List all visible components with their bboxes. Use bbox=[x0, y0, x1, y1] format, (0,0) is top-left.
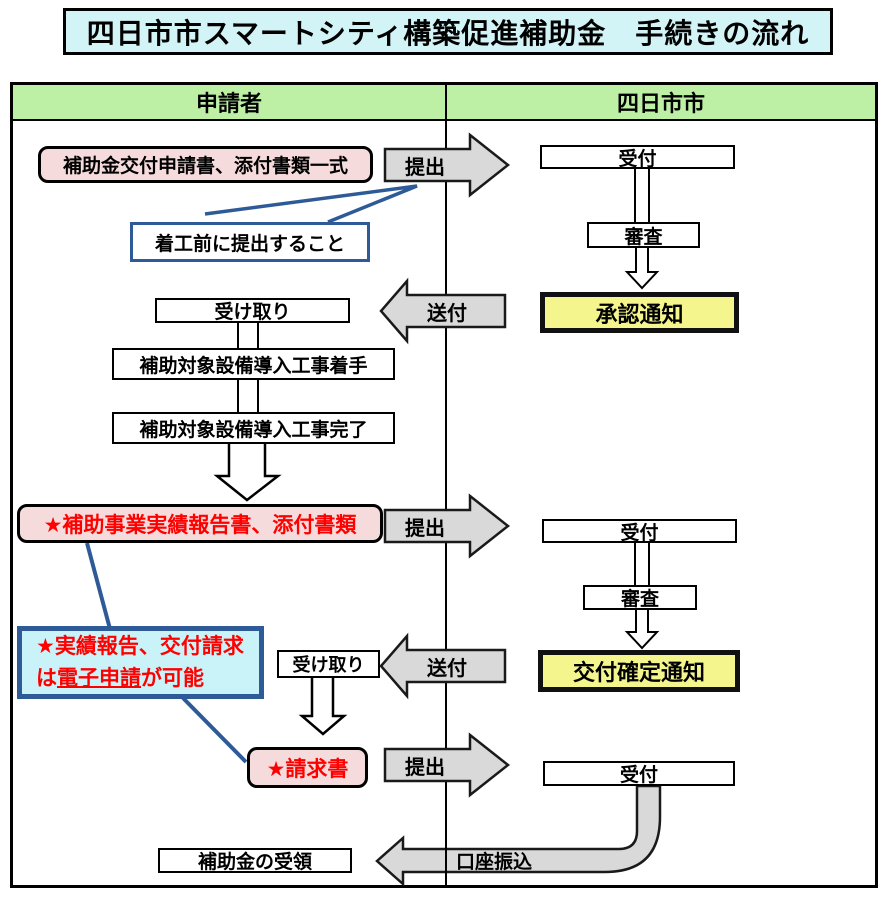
performance-report-box: ★補助事業実績報告書、添付書類 bbox=[17, 504, 383, 543]
page-title: 四日市市スマートシティ構築促進補助金 手続きの流れ bbox=[63, 8, 833, 55]
reception-box-2: 受付 bbox=[542, 519, 737, 544]
application-documents-box: 補助金交付申請書、添付書類一式 bbox=[38, 146, 373, 183]
review-box-1: 審査 bbox=[587, 222, 700, 248]
down-arrow-review1-approval-icon bbox=[624, 245, 660, 290]
approval-notice-box: 承認通知 bbox=[540, 292, 739, 333]
submit-arrow-1-icon bbox=[383, 132, 511, 198]
connector-workstart-workcomplete bbox=[237, 376, 259, 416]
connector-reception1-review1 bbox=[634, 165, 650, 225]
before-construction-callout: 着工前に提出すること bbox=[130, 222, 370, 262]
send-arrow-2-icon bbox=[379, 632, 507, 700]
note-line2: は電子申請が可能 bbox=[36, 666, 204, 690]
note-leader-line-2 bbox=[181, 696, 248, 764]
flow-table-frame bbox=[10, 82, 878, 888]
note-leader-line-1 bbox=[85, 542, 112, 630]
note-line1: ★実績報告、交付請求 bbox=[36, 635, 244, 658]
grant-decision-notice-box: 交付確定通知 bbox=[538, 650, 740, 692]
send-arrow-2-label: 送付 bbox=[427, 657, 467, 680]
subsidy-receipt-box: 補助金の受領 bbox=[158, 848, 352, 873]
down-arrow-review2-grant-icon bbox=[624, 607, 660, 650]
review-box-2: 審査 bbox=[583, 585, 697, 610]
reception-box-1: 受付 bbox=[540, 145, 735, 170]
column-header-city: 四日市市 bbox=[445, 85, 875, 119]
work-complete-box: 補助対象設備導入工事完了 bbox=[112, 412, 395, 444]
e-application-underline: 電子申請 bbox=[57, 666, 141, 690]
column-header-row: 申請者 四日市市 bbox=[13, 85, 875, 121]
receive-box-1: 受け取り bbox=[155, 298, 350, 323]
bank-transfer-label: 口座振込 bbox=[455, 851, 532, 873]
submit-arrow-1-label: 提出 bbox=[405, 156, 445, 179]
send-arrow-1-label: 送付 bbox=[427, 302, 467, 325]
send-arrow-1-icon bbox=[379, 277, 507, 345]
submit-arrow-3-label: 提出 bbox=[405, 756, 445, 779]
receive-box-2: 受け取り bbox=[277, 650, 380, 678]
down-arrow-receive2-invoice-icon bbox=[298, 672, 348, 736]
reception-box-3: 受付 bbox=[543, 761, 735, 786]
column-header-applicant: 申請者 bbox=[195, 91, 262, 116]
bank-transfer-arrow-icon bbox=[375, 784, 662, 887]
work-start-box: 補助対象設備導入工事着手 bbox=[112, 348, 395, 380]
submit-arrow-2-label: 提出 bbox=[405, 517, 445, 540]
e-application-note: ★実績報告、交付請求 は電子申請が可能 bbox=[17, 626, 264, 699]
submit-arrow-3-icon bbox=[383, 732, 511, 798]
callout-tail bbox=[204, 184, 418, 224]
invoice-box: ★請求書 bbox=[247, 747, 368, 788]
connector-reception2-review2 bbox=[634, 540, 650, 589]
submit-arrow-2-icon bbox=[383, 493, 511, 559]
down-arrow-workcomplete-report-icon bbox=[213, 439, 282, 502]
